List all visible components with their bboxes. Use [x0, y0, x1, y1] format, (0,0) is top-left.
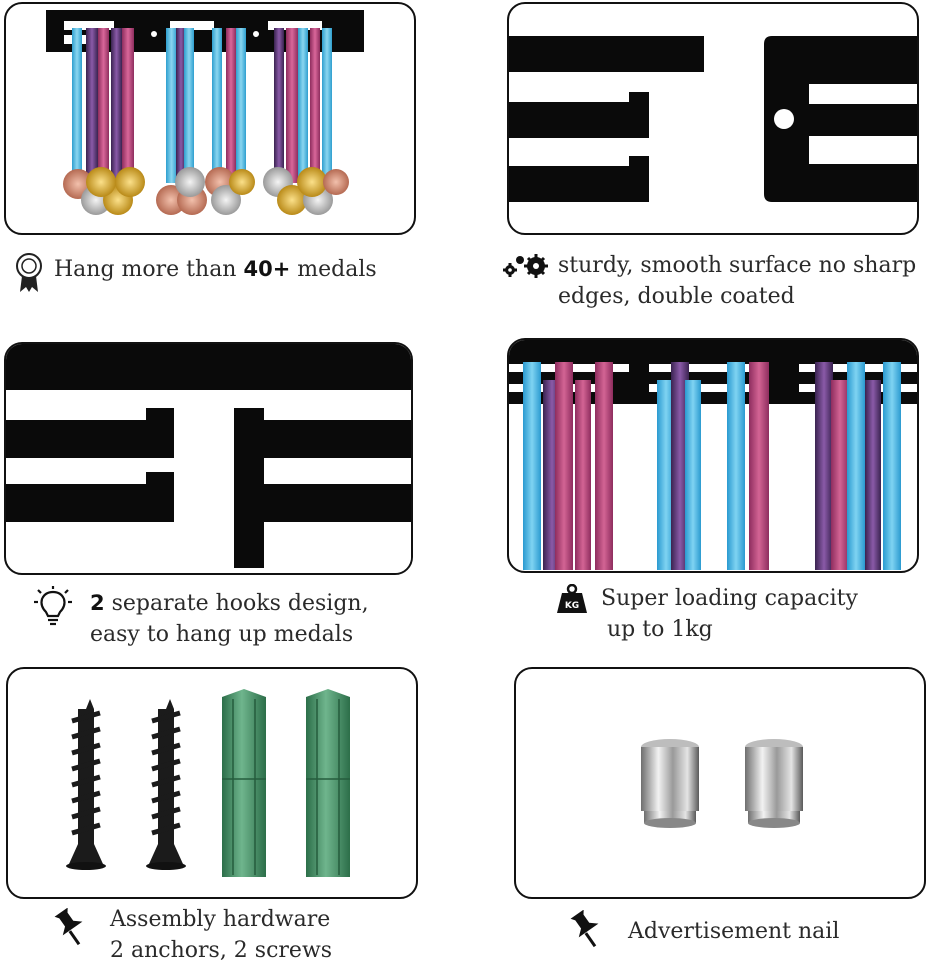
capacity-caption-line2: up to 1kg: [607, 617, 713, 642]
hooks-caption: 2 separate hooks design, easy to hang up…: [90, 588, 369, 650]
hook-closeup-illustration: [509, 36, 917, 202]
capacity-caption: Super loading capacity up to 1kg: [601, 583, 858, 645]
gears-icon: [498, 252, 552, 282]
medal-ribbon-icon: [14, 252, 44, 294]
nail-caption: Advertisement nail: [628, 916, 839, 947]
anchor-2: [306, 689, 350, 877]
surface-caption-line2: edges, double coated: [558, 284, 795, 309]
lightbulb-icon: [30, 586, 76, 628]
surface-closeup-panel: [507, 2, 919, 235]
hooks-caption-line2: easy to hang up medals: [90, 622, 354, 647]
hardware-caption-line1: Assembly hardware: [110, 907, 331, 932]
advertisement-nails-illustration: [641, 739, 803, 828]
screw-1: [66, 699, 106, 870]
screw-2: [146, 699, 186, 870]
nail-caption-line1: Advertisement nail: [628, 919, 840, 944]
surface-caption: sturdy, smooth surface no sharp edges, d…: [558, 250, 916, 312]
medals-count: 40+: [243, 257, 291, 281]
medals-photo-panel: [4, 2, 416, 235]
hooks-design-panel: [4, 342, 413, 575]
pushpin-icon: [570, 910, 602, 950]
medals-caption-prefix: Hang more than: [54, 257, 244, 282]
hooks-count: 2: [90, 591, 105, 615]
hardware-caption: Assembly hardware 2 anchors, 2 screws: [110, 904, 332, 966]
weight-kg-label: KG: [565, 601, 579, 611]
hardware-panel: [6, 667, 418, 899]
medal-hanger-illustration: [46, 10, 364, 215]
medals-caption-suffix: medals: [290, 257, 377, 282]
pushpin-icon: [54, 908, 86, 948]
medals-caption: Hang more than 40+ medals: [54, 254, 377, 285]
hardware-caption-line2: 2 anchors, 2 screws: [110, 938, 333, 963]
screws-anchors-illustration: [66, 689, 350, 877]
hooks-caption-line1: separate hooks design,: [104, 591, 369, 616]
anchor-1: [222, 689, 266, 877]
capacity-caption-line1: Super loading capacity: [601, 586, 858, 611]
weight-kg-icon: KG: [556, 584, 588, 614]
nail-2: [745, 739, 803, 828]
loaded-ribbons-illustration: [509, 340, 917, 570]
surface-caption-line1: sturdy, smooth surface no sharp: [558, 253, 917, 278]
nail-panel: [514, 667, 926, 899]
capacity-panel: [507, 338, 919, 573]
nail-1: [641, 739, 699, 828]
separate-hooks-illustration: [6, 344, 411, 573]
